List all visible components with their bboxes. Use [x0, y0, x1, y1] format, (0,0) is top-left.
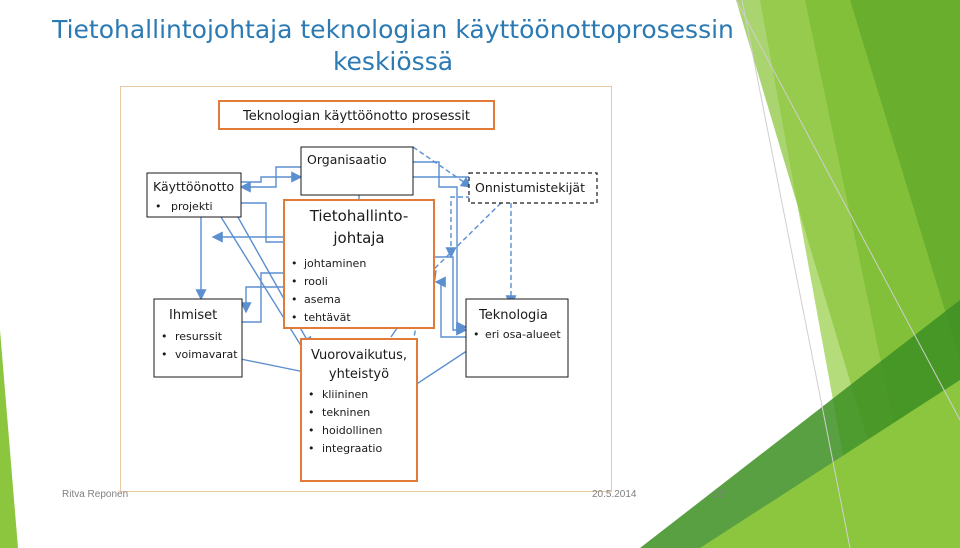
kayttoonotto-box: Käyttöönotto • projekti — [146, 172, 242, 218]
header-box: Teknologian käyttöönotto prosessit — [218, 100, 495, 130]
deco-green-lower-light — [700, 380, 960, 548]
teknologia-title: Teknologia — [478, 308, 548, 323]
vuoro-item-0: kliininen — [322, 388, 368, 401]
organisaatio-box: Organisaatio — [300, 146, 414, 196]
bullet-dot: • — [161, 330, 168, 343]
vuoro-title-line2: yhteistyö — [329, 367, 389, 382]
deco-green-left-edge — [0, 330, 18, 548]
footer-date: 20.5.2014 — [592, 489, 637, 500]
bullet-dot: • — [291, 293, 298, 306]
ihmiset-item-1: voimavarat — [175, 348, 238, 361]
arrow-organisaatio-kayttoonotto — [239, 166, 301, 193]
bullet-dot: • — [291, 275, 298, 288]
vuoro-item-2: hoidollinen — [322, 424, 382, 437]
arrow-organisaatio-teknologia — [413, 161, 468, 333]
arrow-onnistumis-tj-dashed — [445, 196, 511, 259]
vuorovaikutus-box: Vuorovaikutus, yhteistyö • kliininen • t… — [300, 338, 418, 482]
tj-item-2: asema — [304, 293, 341, 306]
tj-title-line2: johtaja — [332, 229, 384, 247]
slide-title-line2: keskiössä — [332, 47, 454, 76]
tj-item-1: rooli — [304, 275, 328, 288]
bullet-dot: • — [308, 442, 315, 455]
bullet-dot: • — [308, 424, 315, 437]
kayttoonotto-item-0: projekti — [171, 200, 213, 213]
deco-thin-line-2 — [735, 0, 960, 421]
bullet-dot: • — [155, 200, 162, 213]
process-diagram: Teknologian käyttöönotto prosessit Organ… — [146, 100, 598, 482]
deco-thin-line — [741, 0, 851, 548]
tj-item-3: tehtävät — [304, 311, 351, 324]
header-text: Teknologian käyttöönotto prosessit — [242, 109, 470, 124]
ihmiset-box: Ihmiset • resurssit • voimavarat — [153, 298, 243, 378]
arrow-tj-teknologia — [433, 256, 468, 336]
bullet-dot: • — [291, 311, 298, 324]
teknologia-item-0: eri osa-alueet — [485, 328, 561, 341]
footer-author: Ritva Reponen — [62, 489, 129, 500]
footer-page-number: 12 — [713, 489, 725, 500]
arrow-organisaatio-onnistumis — [412, 146, 473, 188]
bullet-dot: • — [473, 328, 480, 341]
kayttoonotto-title: Käyttöönotto — [153, 179, 234, 194]
slide-title-line1: Tietohallintojohtaja teknologian käyttöö… — [52, 15, 734, 44]
arrow-teknologia-tj — [434, 276, 466, 338]
bullet-dot: • — [291, 257, 298, 270]
diagram-frame: Teknologian käyttöönotto prosessit Organ… — [120, 86, 612, 492]
tj-item-0: johtaminen — [303, 257, 366, 270]
bullet-dot: • — [161, 348, 168, 361]
tietohallintojohtaja-box: Tietohallinto- johtaja • johtaminen • ro… — [283, 199, 435, 329]
onnistumistekijat-text: Onnistumistekijät — [475, 180, 585, 195]
arrow-ihmiset-tj — [241, 267, 301, 323]
vuoro-item-3: integraatio — [322, 442, 382, 455]
tj-title-line1: Tietohallinto- — [309, 207, 409, 225]
ihmiset-item-0: resurssit — [175, 330, 223, 343]
arrow-tj-ihmiset — [240, 286, 299, 314]
vuoro-item-1: tekninen — [322, 406, 370, 419]
onnistumistekijat-box: Onnistumistekijät — [468, 172, 598, 204]
slide-title: Tietohallintojohtaja teknologian käyttöö… — [0, 14, 786, 78]
teknologia-box: Teknologia • eri osa-alueet — [465, 298, 569, 378]
arrow-kayttoonotto-organisaatio — [241, 171, 303, 183]
bullet-dot: • — [308, 406, 315, 419]
ihmiset-title: Ihmiset — [169, 308, 217, 323]
bullet-dot: • — [308, 388, 315, 401]
organisaatio-text: Organisaatio — [307, 152, 387, 167]
vuoro-title-line1: Vuorovaikutus, — [311, 348, 407, 363]
